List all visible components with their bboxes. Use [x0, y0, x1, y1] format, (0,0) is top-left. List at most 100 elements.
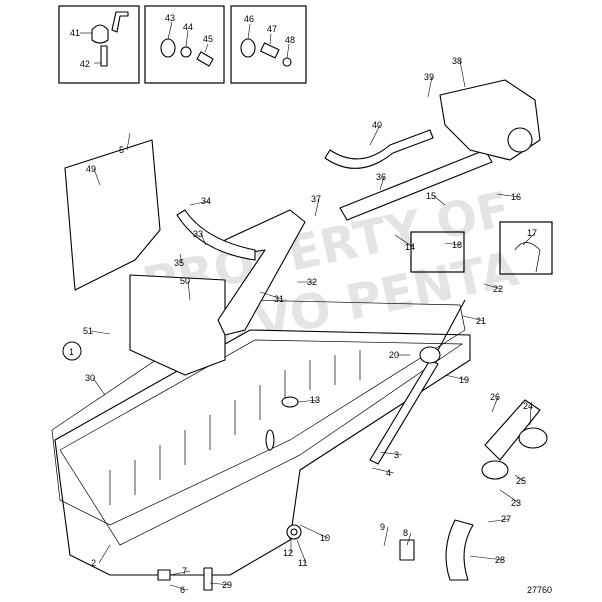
clamp-part: [91, 24, 109, 44]
callout-47: 47: [267, 24, 277, 34]
callout-39: 39: [424, 72, 434, 82]
pipe-33: [176, 209, 256, 261]
inset-frame: [230, 5, 307, 84]
leader-31: [259, 291, 283, 300]
leader-13: [297, 399, 319, 403]
inset-frame: [144, 5, 225, 84]
leader-3: [379, 451, 403, 456]
callout-31: 31: [274, 294, 284, 304]
heat-shield-49: [64, 139, 161, 291]
leader-34: [189, 200, 210, 206]
callout-8: 8: [403, 528, 408, 538]
callout-9: 9: [380, 522, 385, 532]
leader-48: [286, 43, 290, 59]
callout-11: 11: [298, 558, 307, 568]
bolt-part: [100, 45, 108, 67]
leader-25: [514, 474, 525, 482]
pipe-40: [324, 129, 434, 169]
leader-15: [433, 195, 446, 206]
ring-part: [282, 57, 292, 67]
leader-17: [522, 232, 536, 246]
leader-28: [469, 555, 504, 561]
callout-46: 46: [244, 14, 254, 24]
leader-27: [487, 518, 510, 523]
oil-filler-tube-26: [484, 399, 541, 461]
filler-cap-24: [518, 427, 548, 449]
callout-50: 50: [180, 276, 190, 286]
leader-11: [296, 539, 307, 564]
callout-21: 21: [476, 316, 486, 326]
leader-9: [383, 526, 389, 547]
callout-12: 12: [283, 548, 293, 558]
leader-lines: [90, 60, 536, 591]
leader-43: [167, 21, 173, 40]
leader-18: [444, 242, 461, 246]
callout-16: 16: [511, 192, 521, 202]
inset-46-48: 46 47 48: [230, 5, 307, 84]
inset-43-45: 43 44 45: [144, 5, 225, 84]
oil-pan: [54, 329, 471, 576]
callout-15: 15: [426, 191, 436, 201]
callout-3: 3: [394, 450, 399, 460]
pump-gear: [507, 127, 533, 153]
leader-46: [247, 23, 251, 40]
leader-36: [379, 176, 385, 191]
leader-21: [462, 315, 485, 322]
inset-frame-18: [410, 231, 465, 273]
leader-14: [394, 234, 414, 248]
clip-17: [514, 242, 541, 273]
leader-44: [185, 29, 189, 48]
callout-48: 48: [285, 35, 295, 45]
leader-6: [169, 584, 189, 591]
leader-19: [444, 374, 468, 381]
adapter-8: [399, 539, 415, 561]
leader-38: [459, 60, 466, 88]
leader-2: [98, 544, 111, 564]
callout-10: 10: [320, 533, 330, 543]
callout-23: 23: [511, 498, 521, 508]
washer-12: [290, 528, 298, 536]
callout-24: 24: [523, 401, 533, 411]
callout-22: 22: [493, 284, 503, 294]
callout-49: 49: [86, 164, 96, 174]
callout-30: 30: [85, 373, 95, 383]
leader-37: [314, 198, 320, 217]
leader-7: [169, 570, 191, 576]
leader-4: [371, 467, 395, 474]
callout-26: 26: [490, 392, 500, 402]
pipe-part: [111, 11, 129, 33]
callout-14: 14: [405, 242, 415, 252]
callout-29: 29: [222, 580, 232, 590]
leader-45: [204, 43, 209, 53]
tube-14: [265, 429, 275, 451]
sleeve-part: [196, 51, 214, 67]
callout-37: 37: [311, 194, 321, 204]
leader-23: [499, 489, 520, 504]
leader-51: [90, 330, 111, 335]
pipe-36: [339, 149, 493, 221]
callout-7: 7: [182, 566, 187, 576]
callout-2: 2: [91, 558, 96, 568]
drain-plug-6: [157, 569, 171, 581]
callout-45: 45: [203, 34, 213, 44]
callout-19: 19: [459, 375, 469, 385]
callout-35: 35: [174, 258, 184, 268]
ring-part: [180, 46, 192, 58]
callout-38: 38: [452, 56, 462, 66]
leader-26: [491, 396, 499, 413]
inset-frame-17: [499, 221, 553, 275]
callout-51: 51: [83, 326, 93, 336]
leader-49: [93, 168, 101, 186]
callout-40: 40: [372, 120, 382, 130]
callout-4: 4: [386, 468, 391, 478]
callout-44: 44: [183, 22, 193, 32]
oring-13: [281, 396, 299, 408]
callout-5: 5: [119, 145, 124, 155]
seal-part: [160, 38, 176, 58]
inset-41-42: 41 42: [58, 5, 140, 84]
callout-28: 28: [495, 555, 505, 565]
group-marker: [62, 341, 82, 361]
